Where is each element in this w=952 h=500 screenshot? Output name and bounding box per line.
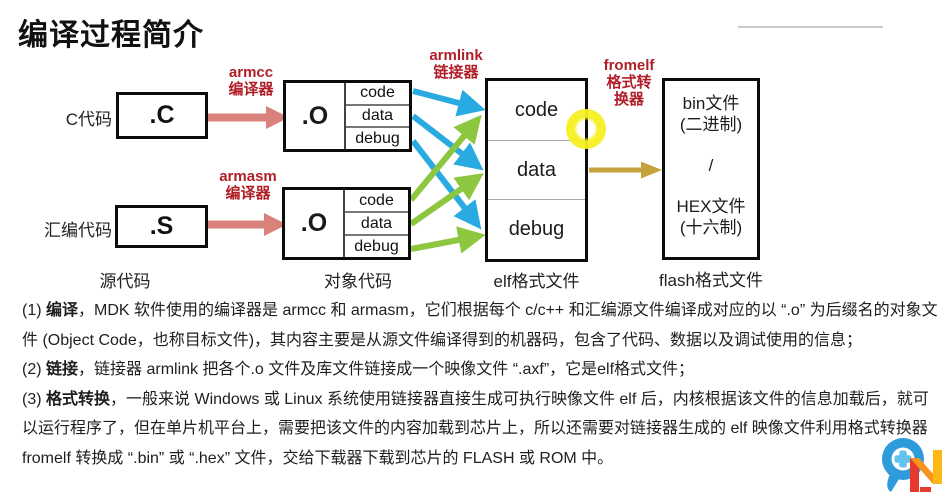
elf-section-debug: debug — [508, 218, 565, 241]
caption-source-code: 源代码 — [99, 272, 151, 291]
elf-box: code data debug — [485, 78, 588, 262]
armasm-label-line1: armasm — [219, 168, 277, 185]
link-arrow-green-data — [409, 173, 484, 227]
fromelf-label-line1: fromelf — [603, 57, 655, 74]
asm-object-box: .O code data debug — [282, 187, 411, 260]
c-object-box: .O code data debug — [283, 80, 412, 152]
flash-line-hexadecimal: (十六制) — [679, 218, 743, 237]
c-object-name: .O — [286, 83, 346, 149]
compile-arrow-c — [207, 106, 289, 129]
pointer-highlight-ring — [566, 109, 606, 149]
asm-object-section-code: code — [345, 190, 408, 213]
asm-file-box: .S — [115, 205, 208, 248]
link-arrow-blue-data — [411, 113, 484, 171]
armcc-label-line1: armcc — [228, 64, 274, 81]
armlink-linker-label: armlink 链接器 — [416, 47, 496, 81]
c-object-section-debug: debug — [355, 129, 400, 147]
armasm-compiler-label: armasm 编译器 — [207, 168, 289, 202]
caption-flash-file: flash格式文件 — [659, 271, 763, 290]
top-divider-line — [738, 26, 883, 28]
caption-object-code: 对象代码 — [324, 272, 392, 291]
pn-logo — [882, 438, 942, 492]
format-convert-arrow — [589, 161, 662, 179]
asm-object-name: .O — [285, 190, 345, 257]
fromelf-converter-label: fromelf 格式转 换器 — [592, 57, 666, 108]
caption-elf-file: elf格式文件 — [493, 272, 580, 291]
flash-line-hex: HEX文件 — [676, 197, 746, 216]
note-paragraph: (1) 编译，MDK 软件使用的编译器是 armcc 和 armasm，它们根据… — [22, 302, 938, 349]
elf-section-data: data — [488, 141, 585, 201]
c-object-section-code: code — [346, 83, 409, 106]
elf-section-code: code — [488, 81, 585, 141]
flash-line-slash: / — [708, 156, 714, 175]
asm-source-label: 汇编代码 — [44, 221, 112, 240]
link-arrow-blue-code — [412, 88, 486, 117]
c-file-box: .C — [116, 92, 208, 139]
armlink-label-line2: 链接器 — [433, 64, 479, 81]
fromelf-label-line3: 换器 — [613, 91, 644, 108]
link-arrow-green-code — [408, 114, 482, 202]
asm-object-section-data: data — [345, 213, 408, 236]
compile-arrow-asm — [208, 213, 287, 236]
armcc-label-line2: 编译器 — [228, 81, 274, 98]
page-title: 编译过程简介 — [18, 19, 204, 52]
link-arrow-green-debug — [410, 226, 486, 254]
fromelf-label-line2: 格式转 — [606, 74, 652, 91]
armasm-label-line2: 编译器 — [225, 185, 271, 202]
c-object-section-data: data — [346, 106, 409, 129]
note-paragraph: (2) 链接，链接器 armlink 把各个.o 文件及库文件链接成一个映像文件… — [22, 361, 695, 378]
armlink-label-line1: armlink — [429, 47, 483, 64]
flash-line-bin: bin文件 — [682, 94, 740, 113]
flash-box: bin文件 (二进制) / HEX文件 (十六制) — [662, 78, 760, 260]
notes: (1) 编译，MDK 软件使用的编译器是 armcc 和 armasm，它们根据… — [22, 296, 938, 473]
armcc-compiler-label: armcc 编译器 — [210, 64, 292, 98]
link-arrow-blue-debug — [410, 139, 482, 230]
flash-line-binary: (二进制) — [679, 115, 743, 134]
c-source-label: C代码 — [65, 110, 112, 129]
asm-object-section-debug: debug — [354, 237, 399, 255]
note-paragraph: (3) 格式转换，一般来说 Windows 或 Linux 系统使用链接器直接生… — [22, 390, 929, 467]
